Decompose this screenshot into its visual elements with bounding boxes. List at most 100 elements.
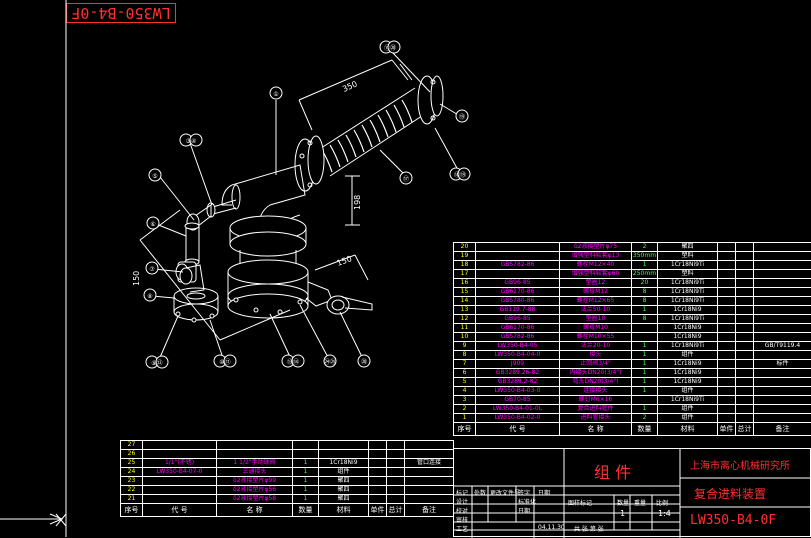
hose-spring (295, 76, 443, 191)
bom-header-no: 序号 (121, 504, 143, 517)
bom-cell-qty: 2 (632, 414, 658, 423)
tb-row-mark: 标记 (456, 488, 468, 497)
bom-cell-w1 (718, 252, 736, 261)
tb-weight-label: 重量 (634, 498, 646, 507)
tb-scale-label: 比例 (656, 498, 668, 507)
bom-cell-note: 管口连接 (405, 459, 454, 468)
bom-row: 26 (121, 450, 454, 459)
bom-cell-qty: 8 (632, 288, 658, 297)
bom-cell-w2 (736, 396, 754, 405)
bom-row: 27 (121, 441, 454, 450)
bom-cell-qty (293, 441, 319, 450)
bom-cell-note (754, 297, 811, 306)
dim-150-right: 150 (336, 254, 353, 268)
bom-cell-note (754, 306, 811, 315)
bom-cell-code (143, 477, 217, 486)
bom-cell-code: GB6170-86 (476, 324, 560, 333)
bom-cell-code: J909 (476, 360, 560, 369)
bom-cell-w2 (736, 261, 754, 270)
tb-col-sign: 签字 (518, 488, 530, 497)
bom-cell-code: LW350-B4-02-0 (476, 414, 560, 423)
bom-header-row: 序号代 号名 称数量材料单件总计备注 (121, 504, 454, 517)
bom-cell-qty: 1 (632, 378, 658, 387)
bom-cell-name: 螺母M12 (560, 288, 632, 297)
bom-cell-qty: 8 (632, 297, 658, 306)
bom-cell-w1 (718, 405, 736, 414)
bom-cell-qty: 1 (632, 387, 658, 396)
bom-cell-code (143, 495, 217, 504)
bom-cell-no: 2 (454, 405, 476, 414)
bom-cell-note (754, 261, 811, 270)
bom-cell-no: 5 (454, 378, 476, 387)
bom-cell-qty: 2 (632, 243, 658, 252)
bom-header-name: 名 称 (560, 423, 632, 436)
bom-cell-no: 22 (121, 486, 143, 495)
bom-cell-no: 27 (121, 441, 143, 450)
bom-cell-mat: 塑料 (658, 252, 718, 261)
bom-cell-qty: 1 (632, 342, 658, 351)
bom-header-qty: 数量 (293, 504, 319, 517)
bom-cell-name: 接头 (560, 351, 632, 360)
bom-cell-qty: 1 (632, 405, 658, 414)
bom-cell-w1 (718, 360, 736, 369)
bom-cell-no: 10 (454, 333, 476, 342)
bom-cell-no: 4 (454, 387, 476, 396)
bom-cell-no: 19 (454, 252, 476, 261)
bom-cell-w2 (736, 279, 754, 288)
bom-cell-w1 (369, 495, 387, 504)
bom-cell-w1 (718, 315, 736, 324)
tb-standard: 标准化 (518, 497, 536, 506)
bom-cell-name: 弯头DN20(3/4") (560, 378, 632, 387)
bom-cell-name: 增强塑料软套φ13 (560, 252, 632, 261)
bom-cell-note (754, 324, 811, 333)
bom-cell-w1 (718, 369, 736, 378)
bom-cell-name: δ2液接塑片φ99 (217, 477, 293, 486)
bom-cell-w2 (736, 270, 754, 279)
bom-cell-w2 (736, 378, 754, 387)
bom-cell-mat: 聚四 (319, 495, 369, 504)
bom-header-qty: 数量 (632, 423, 658, 436)
dim-150-left: 150 (132, 271, 141, 286)
bom-cell-mat: 聚四 (658, 243, 718, 252)
tb-col-count: 处数 (474, 488, 486, 497)
bom-cell-qty (632, 333, 658, 342)
bom-cell-mat: 1Cr18Ni9Ti (658, 342, 718, 351)
bom-cell-no: 1 (454, 414, 476, 423)
bom-cell-w2 (736, 288, 754, 297)
bom-header-w2: 总计 (387, 504, 405, 517)
bom-header-w1: 单件 (369, 504, 387, 517)
bom-cell-w2 (736, 297, 754, 306)
bom-header-note: 备注 (405, 504, 454, 517)
bom-cell-code: LW350-B4-03-0 (476, 387, 560, 396)
bom-cell-name (217, 450, 293, 459)
bom-cell-name: 进料管接头 (560, 414, 632, 423)
bom-cell-code (143, 441, 217, 450)
bom-cell-code (143, 450, 217, 459)
bom-cell-code (476, 252, 560, 261)
bom-cell-qty: 1 (632, 369, 658, 378)
bom-cell-w1 (718, 279, 736, 288)
tb-date-label: 日期 (518, 506, 530, 515)
bom-cell-note (754, 405, 811, 414)
bom-cell-w1 (369, 450, 387, 459)
bom-cell-name: 螺钉M6×16 (560, 396, 632, 405)
dim-350: 350 (341, 79, 359, 93)
tb-quantity: 1 (620, 509, 625, 518)
bom-cell-qty: 1 (293, 459, 319, 468)
bom-cell-name: 内接头DN20(3/4") (560, 369, 632, 378)
bom-cell-code: GB5780-86 (476, 297, 560, 306)
bom-cell-qty (632, 396, 658, 405)
bom-cell-mat: 1Cr18Ni9Ti (658, 396, 718, 405)
bom-cell-w1 (369, 486, 387, 495)
